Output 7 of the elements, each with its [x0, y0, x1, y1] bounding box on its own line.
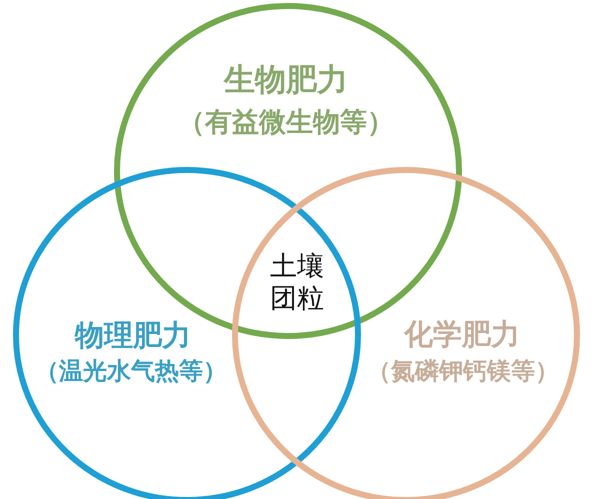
venn-title: 生物肥力 — [224, 63, 348, 99]
venn-title: 化学肥力 — [404, 318, 520, 351]
venn-subtitle: （温光水气热等） — [35, 357, 227, 385]
center-label: 土壤团粒 — [269, 250, 325, 316]
venn-title: 物理肥力 — [75, 318, 191, 352]
venn-subtitle: （有益微生物等） — [178, 106, 394, 138]
venn-subtitle: （氮磷钾钙镁等） — [367, 357, 559, 385]
